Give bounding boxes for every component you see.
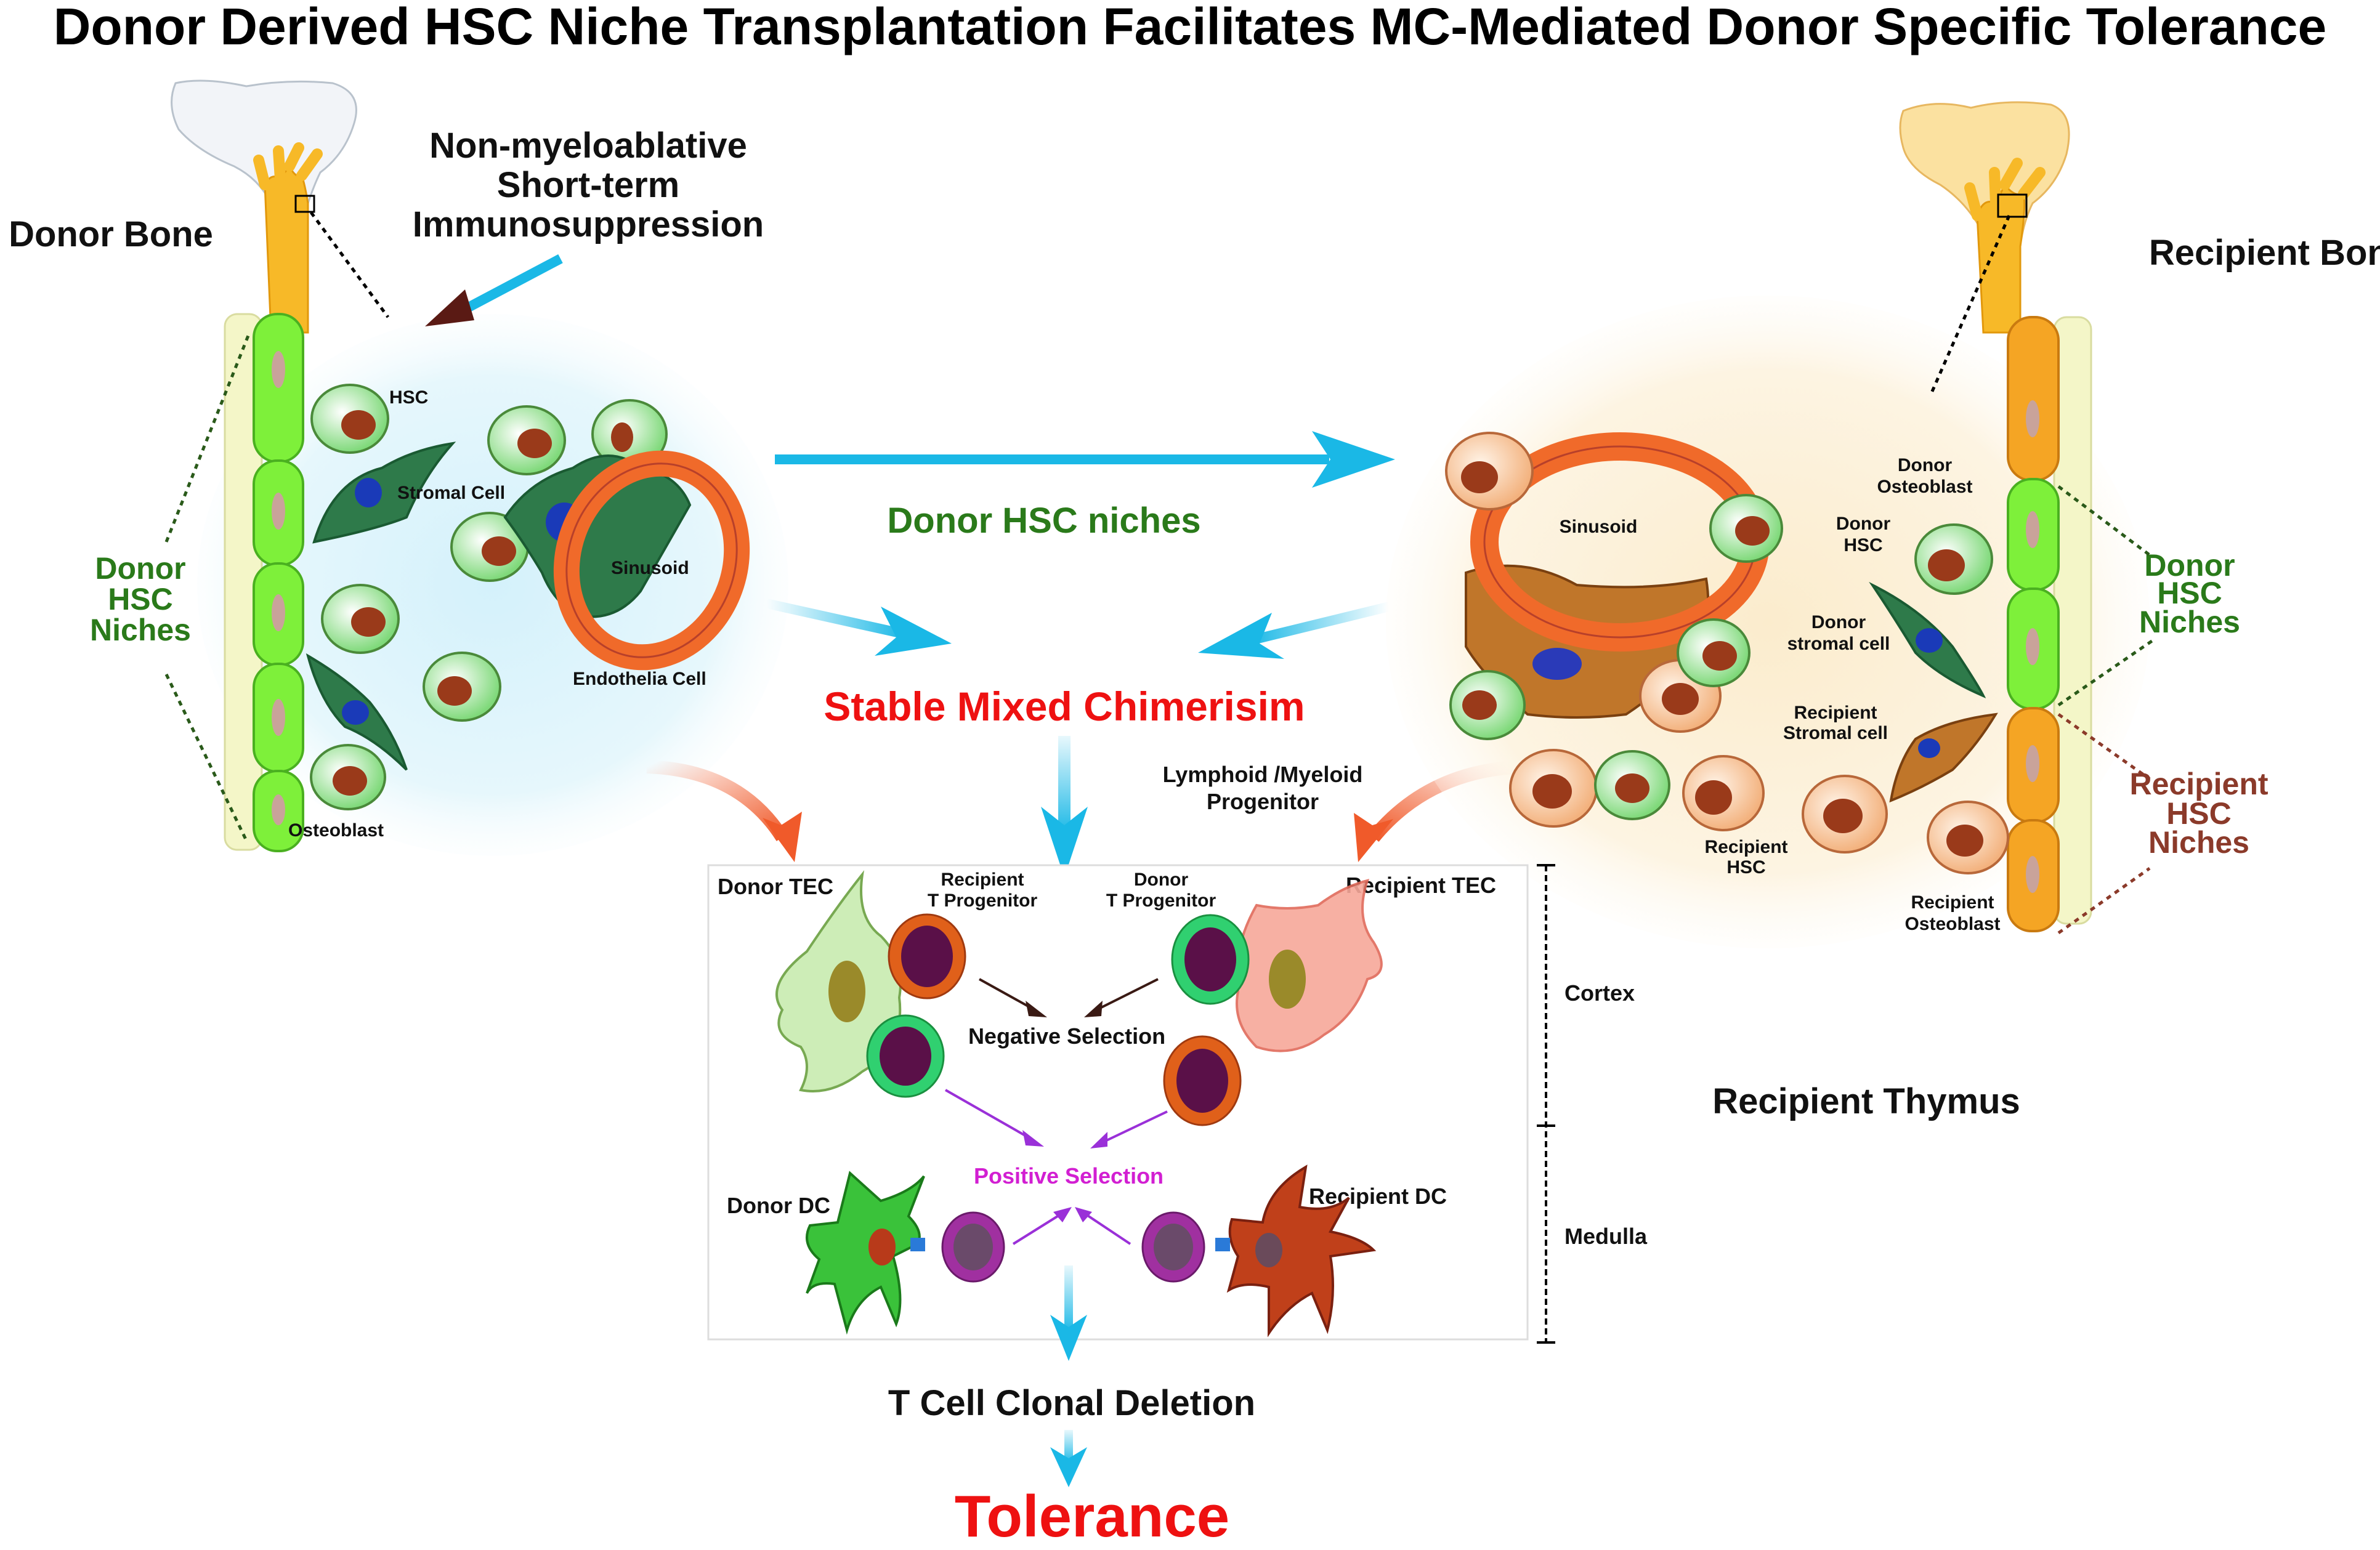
donor-zoom-line [309, 211, 390, 318]
recipient-hsc-label-1: Recipient [1704, 837, 1787, 857]
page-title: Donor Derived HSC Niche Transplantation … [54, 0, 2327, 55]
recipient-t-progenitor-label-2: T Progenitor [928, 890, 1038, 911]
recipient-niche-label-2: HSC [2166, 796, 2232, 831]
transfer-arrow [775, 431, 1395, 488]
donor-niche-label-1: Donor [95, 551, 185, 586]
donor-hsc-cells [310, 384, 668, 810]
treatment-arrow [425, 254, 563, 326]
sinusoid-label: Sinusoid [611, 558, 689, 578]
donor-t-progenitor-label-2: T Progenitor [1106, 890, 1216, 911]
treatment-line-3: Immunosuppression [413, 204, 764, 244]
donor-stromal-label-2: stromal cell [1787, 634, 1890, 654]
deletion-down-arrow [1050, 1265, 1087, 1361]
recipient-dc-cell [1226, 1165, 1377, 1338]
endothelia-cell-label: Endothelia Cell [573, 669, 706, 689]
donor-osteoblast-column [253, 313, 304, 852]
donor-dc-t-cell [941, 1211, 1005, 1283]
recipient-dc-receptor [1215, 1238, 1230, 1251]
thymus-label: Recipient Thymus [1712, 1081, 2020, 1121]
t-progenitors [866, 913, 1250, 1126]
donor-stromal-cells [306, 442, 456, 771]
recipient-donor-niche-label-1: Donor [2144, 548, 2235, 583]
progenitor-label-2: Progenitor [1207, 789, 1319, 814]
donor-stromal-label-1: Donor [1811, 612, 1866, 632]
negative-selection-label: Negative Selection [968, 1023, 1165, 1049]
tolerance-down-arrow [1050, 1430, 1087, 1487]
donor-niche-bracket-bottom [164, 673, 248, 842]
stromal-cell-label: Stromal Cell [397, 483, 505, 503]
donor-sinusoid [503, 450, 750, 671]
donor-osteoblast-label-2: Osteoblast [1877, 477, 1972, 497]
cortex-label: Cortex [1564, 980, 1635, 1006]
positive-selection-label: Positive Selection [974, 1163, 1164, 1189]
recipient-bone-label: Recipient Bone [2149, 233, 2380, 273]
recipient-osteoblast-label-1: Recipient [1911, 892, 1994, 913]
recipient-zoom-line [1929, 214, 2011, 395]
donor-osteoblast-label-1: Donor [1898, 455, 1953, 475]
recipient-t-progenitor-label-1: Recipient [941, 870, 1024, 890]
chimerism-arrows [766, 599, 1390, 659]
chimerism-label: Stable Mixed Chimerisim [824, 684, 1305, 729]
osteoblast-label: Osteoblast [288, 820, 384, 841]
donor-niche-label-3: Niches [90, 613, 191, 647]
donor-bone-icon [171, 79, 357, 334]
donor-tec-cell [775, 870, 902, 1092]
hsc-label: HSC [389, 387, 428, 408]
donor-dc-cell [806, 1171, 925, 1335]
treatment-line-1: Non-myeloablative [429, 126, 747, 166]
donor-hsc-label-1: Donor [1836, 514, 1891, 534]
recipient-hsc-label-2: HSC [1726, 857, 1765, 878]
treatment-line-2: Short-term [497, 165, 679, 205]
recipient-osteoblast-label-2: Osteoblast [1904, 914, 2000, 934]
recipient-bone-icon [1899, 101, 2070, 334]
deletion-label: T Cell Clonal Deletion [888, 1383, 1255, 1423]
cortex-medulla-bracket [1537, 864, 1555, 1344]
recipient-stromal-label-1: Recipient [1794, 703, 1877, 723]
recipient-donor-niche-label-2: HSC [2157, 576, 2222, 610]
progenitor-label-1: Lymphoid /Myeloid [1163, 762, 1363, 787]
positive-selection-arrows [945, 1089, 1168, 1245]
donor-tec-label: Donor TEC [718, 874, 833, 899]
recipient-niche-label-1: Recipient [2129, 767, 2268, 801]
tolerance-label: Tolerance [955, 1483, 1229, 1547]
donor-dc-receptor [910, 1238, 925, 1251]
chimerism-down-arrow [1041, 736, 1088, 878]
recipient-dc-label: Recipient DC [1309, 1184, 1447, 1209]
recipient-tec-label: Recipient TEC [1346, 873, 1496, 898]
donor-hsc-label-2: HSC [1844, 535, 1882, 555]
recipient-tec-cell [1236, 879, 1383, 1052]
recipient-hsc-cells [1445, 432, 2009, 874]
recipient-stromal-label-2: Stromal cell [1783, 723, 1888, 743]
recipient-stromal-cells [1869, 581, 1998, 803]
recipient-osteoblast-column [2007, 316, 2060, 932]
donor-t-progenitor-label-1: Donor [1134, 870, 1189, 890]
transfer-label: Donor HSC niches [887, 501, 1200, 541]
recipient-niche-label-3: Niches [2148, 825, 2249, 860]
recipient-donor-niche-label-3: Niches [2139, 605, 2240, 639]
donor-dc-label: Donor DC [727, 1193, 830, 1218]
donor-bone-label: Donor Bone [9, 214, 213, 254]
recipient-niche-bracket-bottom [2057, 866, 2151, 935]
negative-selection-arrows [979, 978, 1159, 1017]
recipient-sinusoid-label: Sinusoid [1560, 517, 1638, 537]
recipient-dc-t-cell [1141, 1211, 1205, 1283]
donor-niche-bracket-top [164, 332, 251, 543]
medulla-label: Medulla [1564, 1224, 1648, 1249]
recipient-niche-bracket-top [2057, 712, 2151, 781]
progenitor-arrows [646, 760, 1525, 862]
donor-niche-label-2: HSC [108, 582, 173, 616]
